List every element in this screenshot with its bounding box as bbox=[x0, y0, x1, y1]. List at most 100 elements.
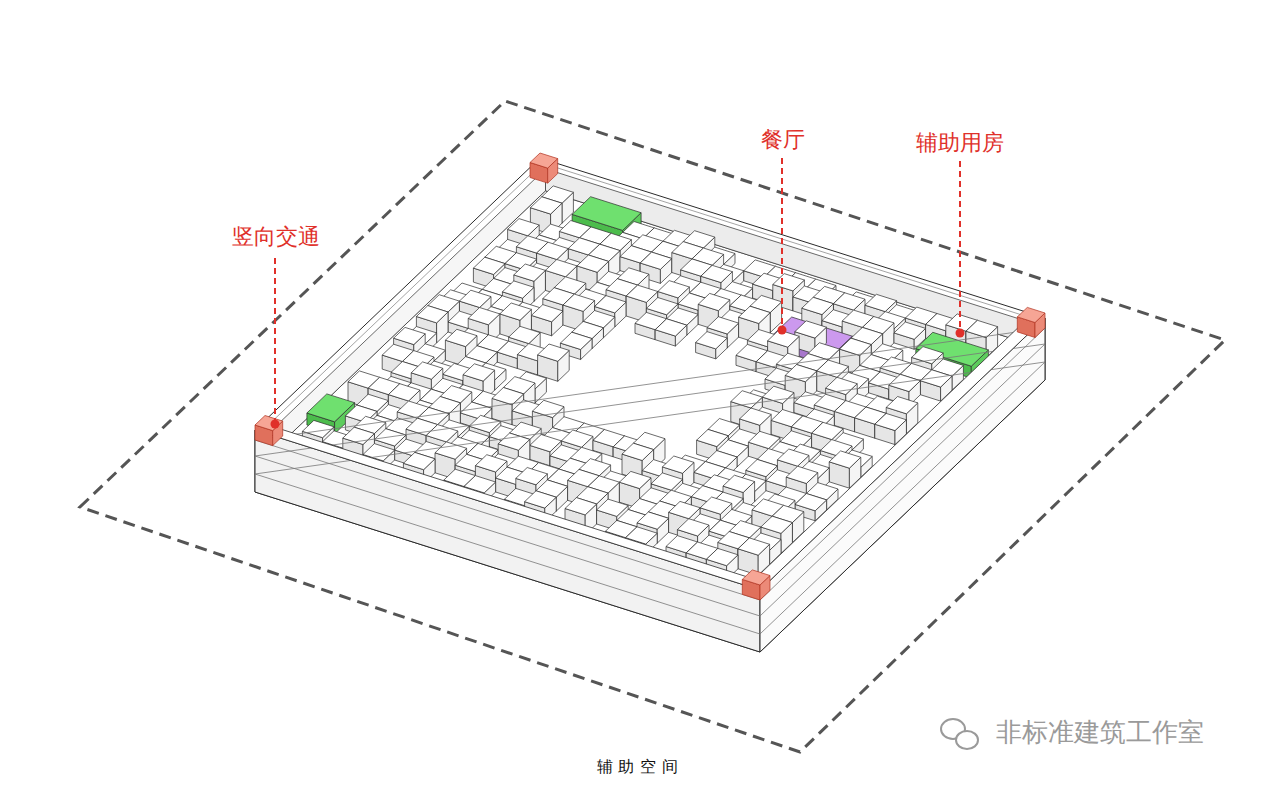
room-block-top bbox=[525, 491, 557, 508]
room-block-top bbox=[677, 519, 709, 536]
room-block-top bbox=[655, 319, 687, 336]
room-block-top bbox=[416, 306, 448, 323]
room-block-top bbox=[626, 285, 658, 302]
room-block-top bbox=[394, 327, 426, 344]
room-block-top bbox=[669, 501, 701, 518]
building bbox=[255, 153, 1045, 652]
room-block-top bbox=[538, 344, 570, 361]
room-block-top bbox=[508, 219, 540, 236]
room-block-top bbox=[707, 317, 739, 334]
room-block-top bbox=[577, 255, 609, 272]
room-block-top bbox=[531, 305, 563, 322]
stair-core-top bbox=[530, 153, 558, 168]
site-boundary bbox=[80, 101, 1225, 752]
roof-rim bbox=[255, 423, 767, 590]
room-block-top bbox=[514, 264, 546, 281]
room-block-top bbox=[388, 384, 420, 401]
callout-label: 竖向交通 bbox=[232, 224, 320, 250]
leader-line bbox=[781, 158, 783, 330]
leader-dot bbox=[271, 420, 280, 429]
room-block-top bbox=[740, 408, 772, 425]
room-block-top bbox=[468, 308, 500, 325]
stair-core-top bbox=[255, 416, 283, 431]
room-block-top bbox=[411, 362, 443, 379]
room-block-top bbox=[817, 360, 849, 377]
leader-dot bbox=[778, 326, 787, 335]
room-block-top bbox=[773, 274, 805, 291]
room-block-top bbox=[662, 456, 694, 473]
leader-line bbox=[959, 161, 961, 333]
room-block-top bbox=[894, 322, 926, 339]
room-block-top bbox=[459, 290, 491, 307]
room-block-top bbox=[886, 397, 918, 414]
room-block-top bbox=[565, 498, 597, 515]
inner-wall bbox=[275, 169, 546, 449]
room-block-top bbox=[795, 494, 827, 511]
callout-label: 辅助用房 bbox=[916, 130, 1004, 156]
room-block-top bbox=[509, 326, 541, 343]
room-block-top bbox=[530, 197, 562, 214]
room-block-top bbox=[658, 281, 690, 298]
room-block-top bbox=[739, 306, 771, 323]
floor-line bbox=[255, 362, 1045, 634]
room-block-top bbox=[560, 332, 592, 349]
leader-dot bbox=[956, 329, 965, 338]
room-block-top bbox=[826, 377, 858, 394]
room-block-top bbox=[563, 294, 595, 311]
room-block-top bbox=[622, 443, 654, 460]
room-block-top bbox=[696, 332, 728, 349]
room-block-top bbox=[640, 252, 672, 269]
interior-floor bbox=[275, 191, 1026, 601]
room-block-top bbox=[403, 452, 435, 469]
room-block-top bbox=[532, 400, 564, 417]
inner-wall bbox=[546, 169, 1026, 343]
floor-line bbox=[255, 344, 1045, 616]
room-block-top bbox=[460, 402, 492, 419]
room-block-top bbox=[463, 364, 495, 381]
leader-line bbox=[274, 258, 276, 424]
room-block-top bbox=[561, 430, 593, 447]
icon-bubble bbox=[956, 731, 978, 749]
room-block-top bbox=[537, 242, 569, 259]
room-block-top bbox=[700, 497, 732, 514]
room-block-top bbox=[698, 293, 730, 310]
room-block-top bbox=[802, 297, 834, 314]
watermark: 非标准建筑工作室 bbox=[996, 717, 1204, 748]
room-block-top bbox=[777, 449, 809, 466]
room-block-top bbox=[502, 281, 534, 298]
stair-core-top bbox=[742, 570, 770, 585]
room-block-top bbox=[829, 451, 861, 468]
stair-core-top bbox=[1017, 307, 1045, 322]
room-block-top bbox=[500, 303, 532, 320]
room-block-top bbox=[545, 260, 577, 277]
room-block-top bbox=[833, 293, 865, 310]
room-block-top bbox=[889, 374, 921, 391]
room-block-top bbox=[475, 455, 507, 472]
room-block-top bbox=[706, 548, 738, 565]
room-block-top bbox=[516, 468, 548, 485]
room-block-top bbox=[701, 265, 733, 282]
wechat-icon bbox=[941, 719, 978, 749]
room-block-top bbox=[731, 391, 763, 408]
room-block-top bbox=[912, 347, 944, 364]
room-block-top bbox=[920, 370, 952, 387]
roof-rim bbox=[747, 314, 1045, 590]
room-block-top bbox=[738, 538, 770, 555]
room-block-top bbox=[786, 466, 818, 483]
room-block-top bbox=[761, 516, 793, 533]
room-block-top bbox=[723, 475, 755, 492]
room-block-top bbox=[595, 296, 627, 313]
room-block-top bbox=[343, 427, 375, 444]
room-block-top bbox=[785, 365, 817, 382]
room-block-top bbox=[795, 321, 827, 338]
room-block-top bbox=[619, 471, 651, 488]
room-block-top bbox=[840, 338, 872, 355]
room-block-top bbox=[762, 386, 794, 403]
room-block-top bbox=[875, 413, 907, 430]
room-block-top bbox=[637, 512, 669, 529]
room-block-top bbox=[426, 425, 458, 442]
room-block-top bbox=[445, 329, 477, 346]
caption: 辅助空间 bbox=[597, 757, 683, 776]
